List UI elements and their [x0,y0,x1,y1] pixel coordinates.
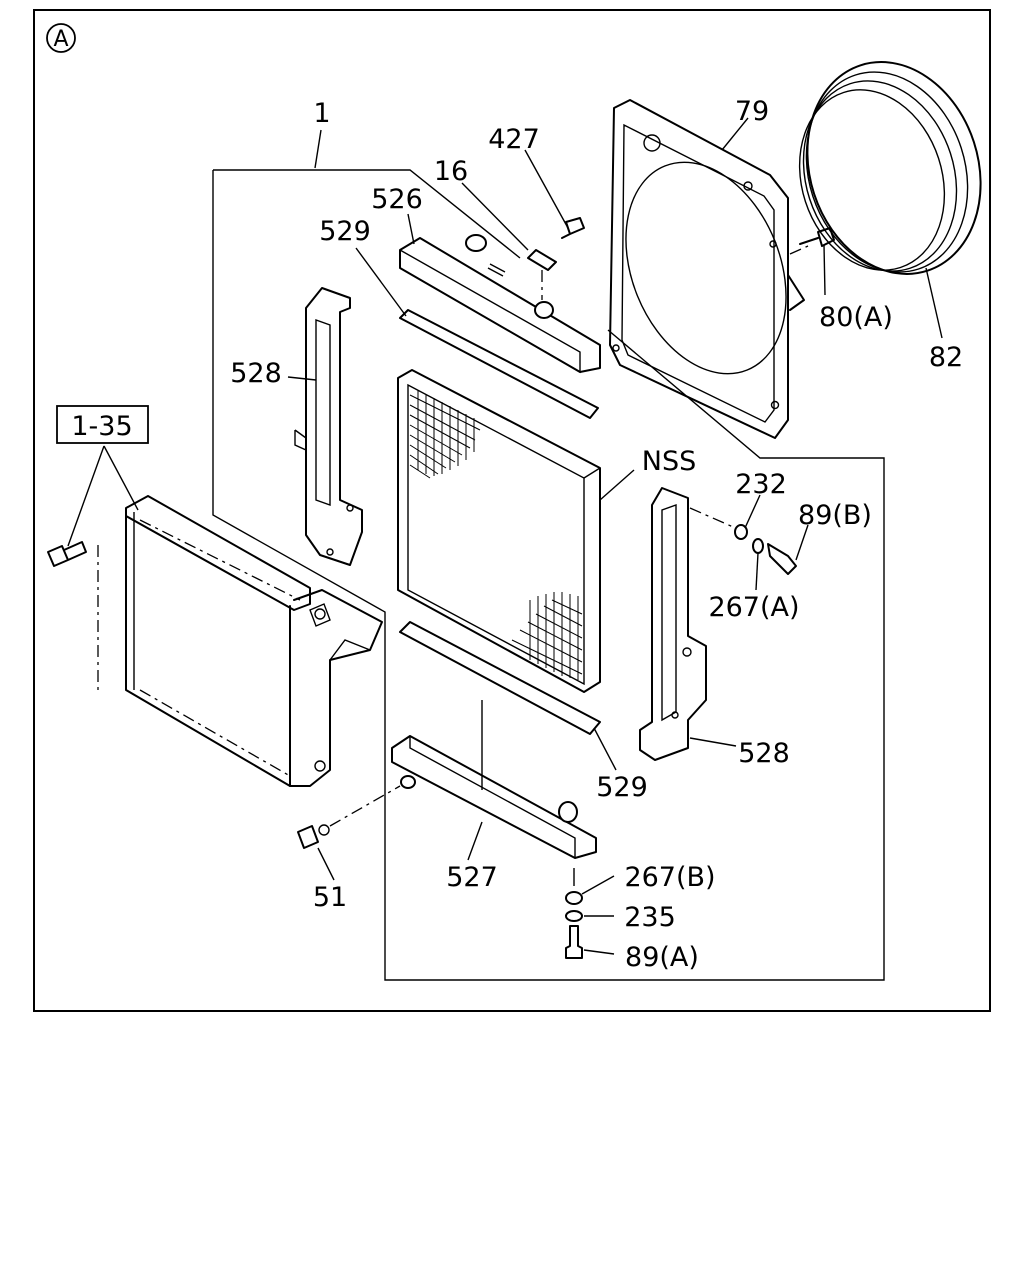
label-235: 235 [624,902,676,933]
label-267a: 267(A) [708,592,799,623]
label-267b: 267(B) [624,862,715,893]
radiator-assembly-left [97,495,383,787]
label-80a: 80(A) [819,302,893,333]
core-mesh-bottom [511,592,583,680]
label-box-1-35 [56,405,149,444]
bolt-80a [789,227,835,255]
core-mesh-top [409,390,481,479]
label-528-right: 528 [738,738,790,769]
outer-frame [33,9,991,1012]
seal-top [399,309,599,419]
label-427: 427 [488,124,540,155]
label-1-35: 1-35 [71,411,132,442]
label-79: 79 [735,96,769,127]
label-89a: 89(A) [625,942,699,973]
label-529-bottom: 529 [596,772,648,803]
label-1: 1 [313,98,330,129]
side-bracket-left [294,287,363,566]
drain-cock [297,785,401,849]
assembly-outline [212,169,885,981]
hardware-lower [565,868,583,959]
bolt-427 [561,217,585,239]
bolt-1-35 [47,541,87,567]
label-89b: 89(B) [798,500,872,531]
seal-bottom [399,621,601,735]
radiator-cap [527,249,557,300]
radiator-core [397,369,601,693]
upper-tank [399,234,601,374]
section-marker-letter: A [53,27,68,52]
fan-shroud [609,99,805,439]
label-528-left: 528 [230,358,282,389]
label-527: 527 [446,862,498,893]
leader-lines [67,117,943,955]
label-526: 526 [371,184,423,215]
side-bracket-right [639,487,741,761]
label-82: 82 [929,342,963,373]
label-16: 16 [434,156,468,187]
leader-1 [314,129,322,169]
label-51: 51 [313,882,347,913]
label-232: 232 [735,469,787,500]
hardware-right-upper [734,524,797,575]
fan-ring [798,61,982,275]
label-529-top: 529 [319,216,371,247]
section-marker: A [46,23,76,53]
lower-tank [391,700,597,859]
label-nss: NSS [642,446,696,477]
